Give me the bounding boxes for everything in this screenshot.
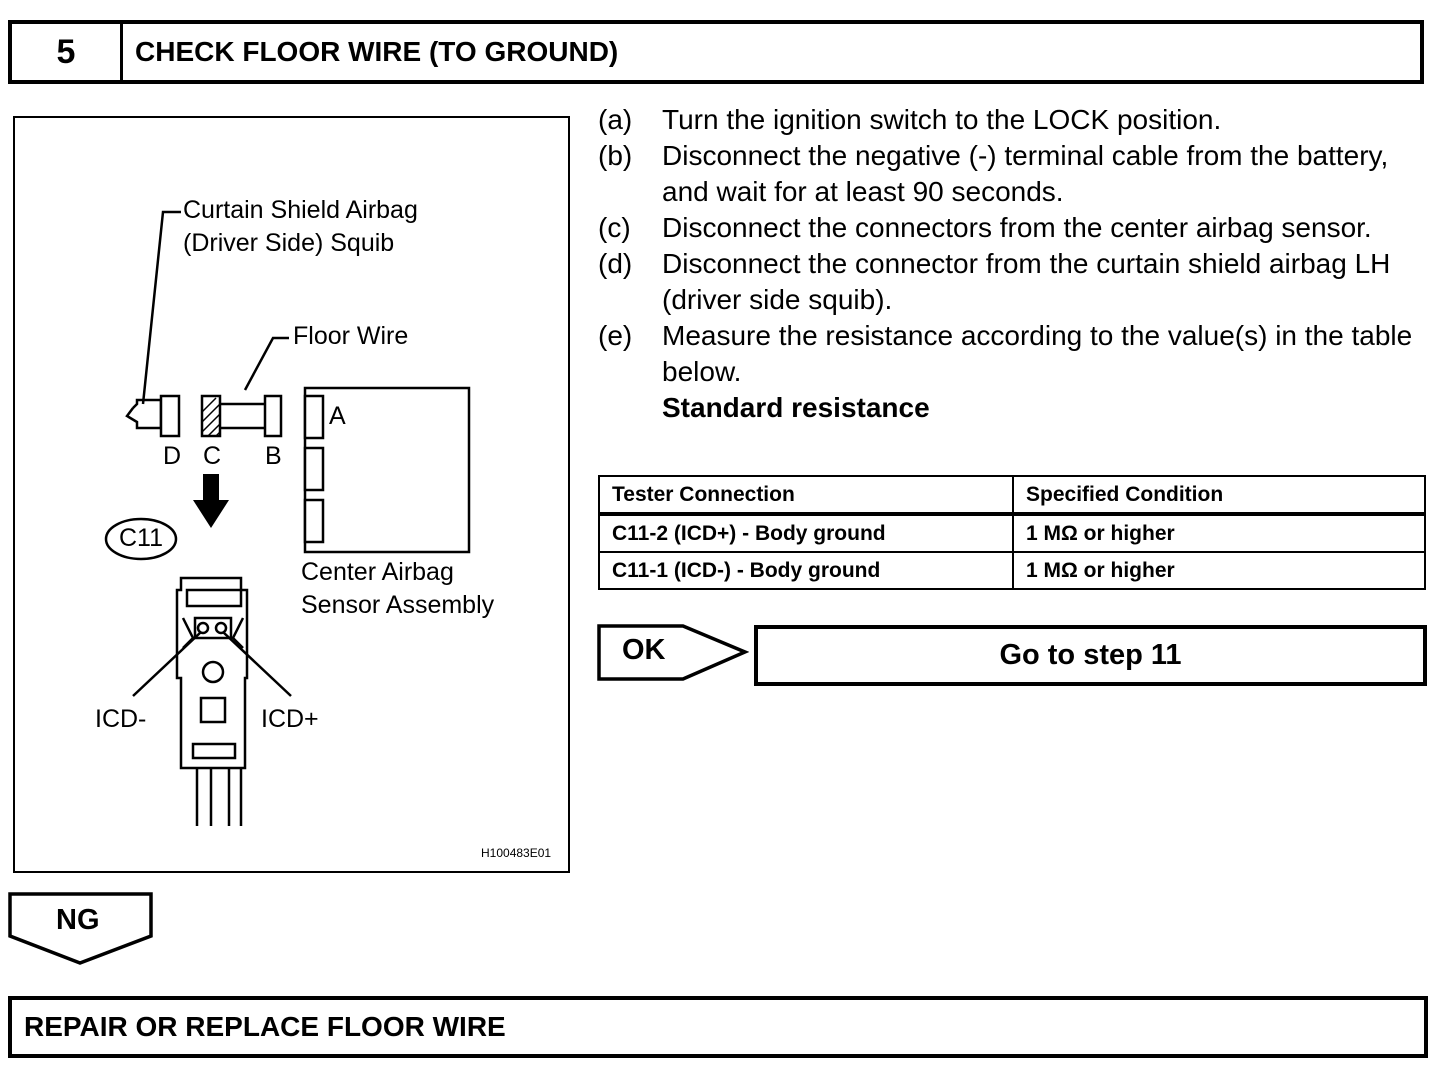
- icd-minus-label: ICD-: [95, 705, 147, 733]
- floor-wire-leader-line: [243, 336, 289, 391]
- repair-action-box[interactable]: REPAIR OR REPLACE FLOOR WIRE: [8, 996, 1428, 1058]
- instruction-text: Disconnect the connector from the curtai…: [662, 248, 1391, 315]
- go-to-step-link[interactable]: Go to step 11: [754, 625, 1427, 686]
- standard-resistance-heading: Standard resistance: [662, 392, 930, 423]
- connector-a-label: A: [329, 402, 346, 430]
- instruction-letter: (a): [598, 104, 633, 135]
- table-cell: C11-1 (ICD-) - Body ground: [598, 551, 1014, 590]
- table-row: C11-1 (ICD-) - Body ground 1 MΩ or highe…: [598, 551, 1426, 590]
- c11-ellipse: [104, 517, 178, 561]
- table-header-cell: Specified Condition: [1012, 475, 1426, 516]
- connector-d-plug: [125, 398, 163, 430]
- step-number: 5: [12, 24, 123, 80]
- table-row: C11-2 (ICD+) - Body ground 1 MΩ or highe…: [598, 513, 1426, 553]
- connector-c-label: C: [203, 442, 222, 470]
- wiring-diagram: Curtain Shield Airbag (Driver Side) Squi…: [13, 116, 570, 873]
- instruction-letter: (d): [598, 248, 633, 279]
- figure-code: H100483E01: [481, 846, 552, 860]
- instruction-item: (e) Measure the resistance according to …: [598, 318, 1428, 390]
- sensor-label-line1: Center Airbag: [301, 558, 454, 586]
- instruction-text: Measure the resistance according to the …: [662, 320, 1413, 387]
- connector-d-label: D: [163, 442, 182, 470]
- table-cell: 1 MΩ or higher: [1012, 551, 1426, 590]
- direction-arrow: [193, 474, 229, 528]
- ng-arrow-shape: [8, 892, 153, 965]
- connector-b-label: B: [265, 442, 282, 470]
- ng-label: NG: [56, 904, 100, 936]
- connector-b-face: [263, 394, 283, 438]
- instruction-letter: (b): [598, 140, 633, 171]
- instruction-letter: (c): [598, 212, 631, 243]
- table-cell: C11-2 (ICD+) - Body ground: [598, 513, 1014, 553]
- c11-label: C11: [119, 524, 164, 552]
- ok-arrow-shape: [597, 624, 749, 681]
- instruction-list: (a) Turn the ignition switch to the LOCK…: [598, 102, 1428, 426]
- icd-plus-label: ICD+: [261, 705, 319, 733]
- instruction-item: (d) Disconnect the connector from the cu…: [598, 246, 1428, 318]
- table-cell: 1 MΩ or higher: [1012, 513, 1426, 553]
- instruction-item: (c) Disconnect the connectors from the c…: [598, 210, 1428, 246]
- table-header-cell: Tester Connection: [598, 475, 1014, 516]
- instruction-letter: (e): [598, 320, 633, 351]
- instruction-text: Disconnect the negative (-) terminal cab…: [662, 140, 1389, 207]
- step-header: 5 CHECK FLOOR WIRE (TO GROUND): [8, 20, 1424, 84]
- sensor-connector-a: [303, 394, 325, 440]
- resistance-table: Tester Connection Specified Condition C1…: [598, 475, 1426, 590]
- table-header-row: Tester Connection Specified Condition: [598, 475, 1426, 516]
- squib-leader-line: [141, 210, 181, 405]
- step-title: CHECK FLOOR WIRE (TO GROUND): [135, 36, 619, 67]
- icd-minus-leader: [132, 631, 202, 697]
- sensor-label-line2: Sensor Assembly: [301, 591, 495, 619]
- instruction-text: Disconnect the connectors from the cente…: [662, 212, 1372, 243]
- ok-label: OK: [622, 634, 666, 666]
- squib-label-line1: Curtain Shield Airbag: [183, 196, 418, 224]
- diagram-drawing: [104, 210, 471, 826]
- squib-label-line2: (Driver Side) Squib: [183, 229, 395, 257]
- instruction-text: Turn the ignition switch to the LOCK pos…: [662, 104, 1222, 135]
- instruction-item: (b) Disconnect the negative (-) terminal…: [598, 138, 1428, 210]
- icd-plus-leader: [222, 631, 292, 697]
- connector-c-face: [200, 394, 222, 438]
- connector-d-face: [159, 394, 181, 438]
- instruction-item: (a) Turn the ignition switch to the LOCK…: [598, 102, 1428, 138]
- floor-wire-label: Floor Wire: [293, 322, 409, 350]
